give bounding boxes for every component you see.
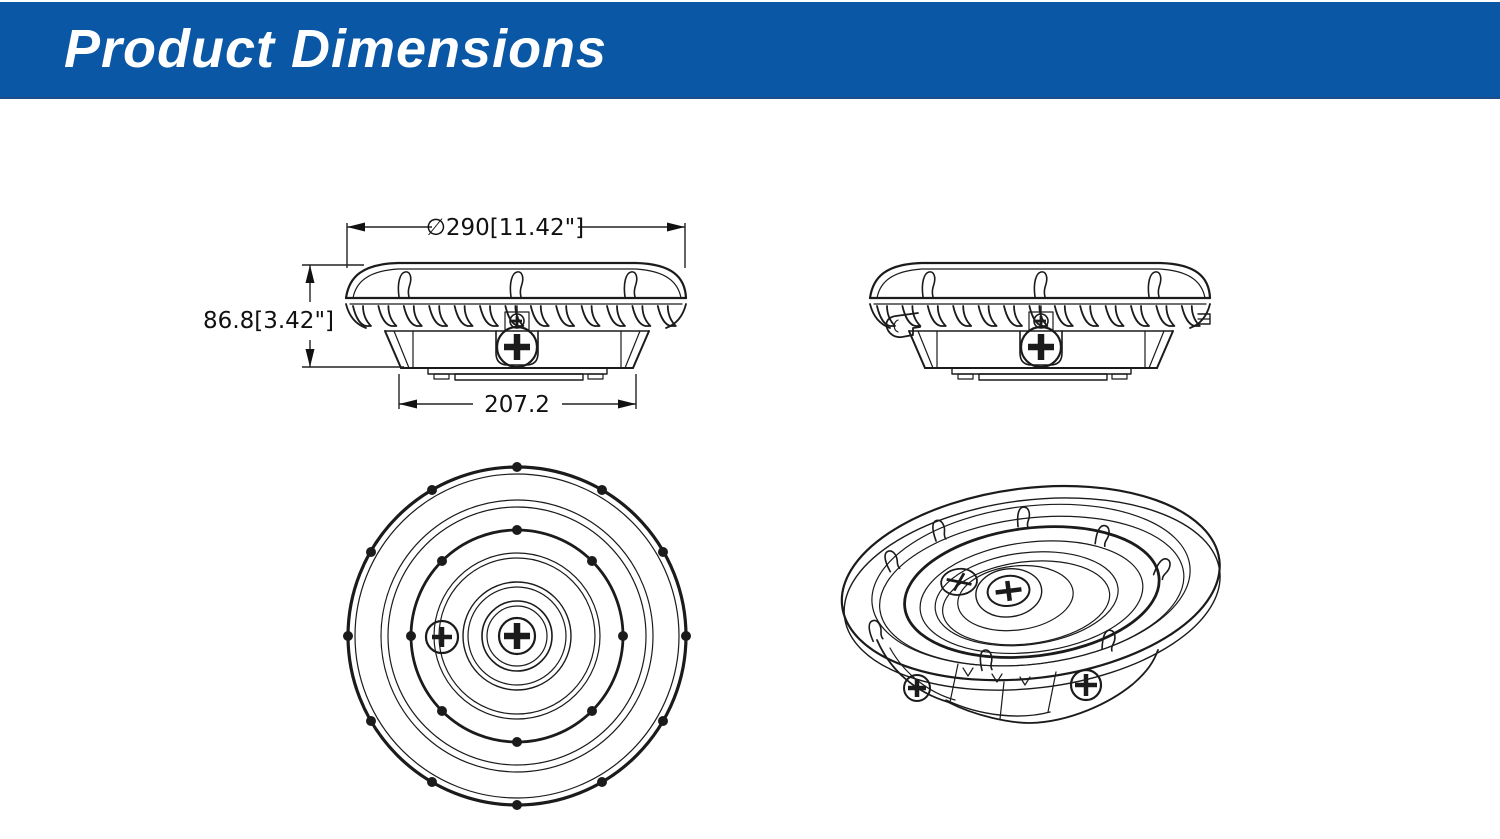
skirt-screw-right [1069,668,1103,702]
page-title: Product Dimensions [64,19,608,79]
diameter-dimension-label: ∅290[11.42"] [426,215,584,241]
small-screw [509,313,525,329]
inner-bolt-dots [406,525,628,747]
base-width-dimension-label: 207.2 [484,392,550,418]
height-dimension: 86.8[3.42"] [203,264,404,368]
height-dimension-label: 86.8[3.42"] [203,308,334,334]
side-view-2 [870,263,1210,380]
lens-tab [397,271,412,298]
front-side-view [344,261,688,381]
offset-screw [424,619,460,655]
lens-tab [509,271,524,298]
lens-tab [623,271,638,298]
fin-band [345,303,687,329]
perspective-view [840,484,1221,724]
header-banner: Product Dimensions [0,2,1500,99]
base-width-dimension: 207.2 [398,374,637,418]
side-view-2-extras [885,312,1211,339]
center-screw [497,616,537,656]
offset-screw [940,567,978,596]
skirt-screw-left [903,674,931,702]
diameter-dimension: ∅290[11.42"] [346,215,686,268]
center-screw [986,574,1031,608]
bottom-view [343,462,691,810]
outer-bolt-dots [343,462,691,810]
center-screw [495,325,539,369]
dome-lens [344,261,688,305]
perspective-skirt [876,639,1159,724]
bottom-plate [427,367,608,381]
